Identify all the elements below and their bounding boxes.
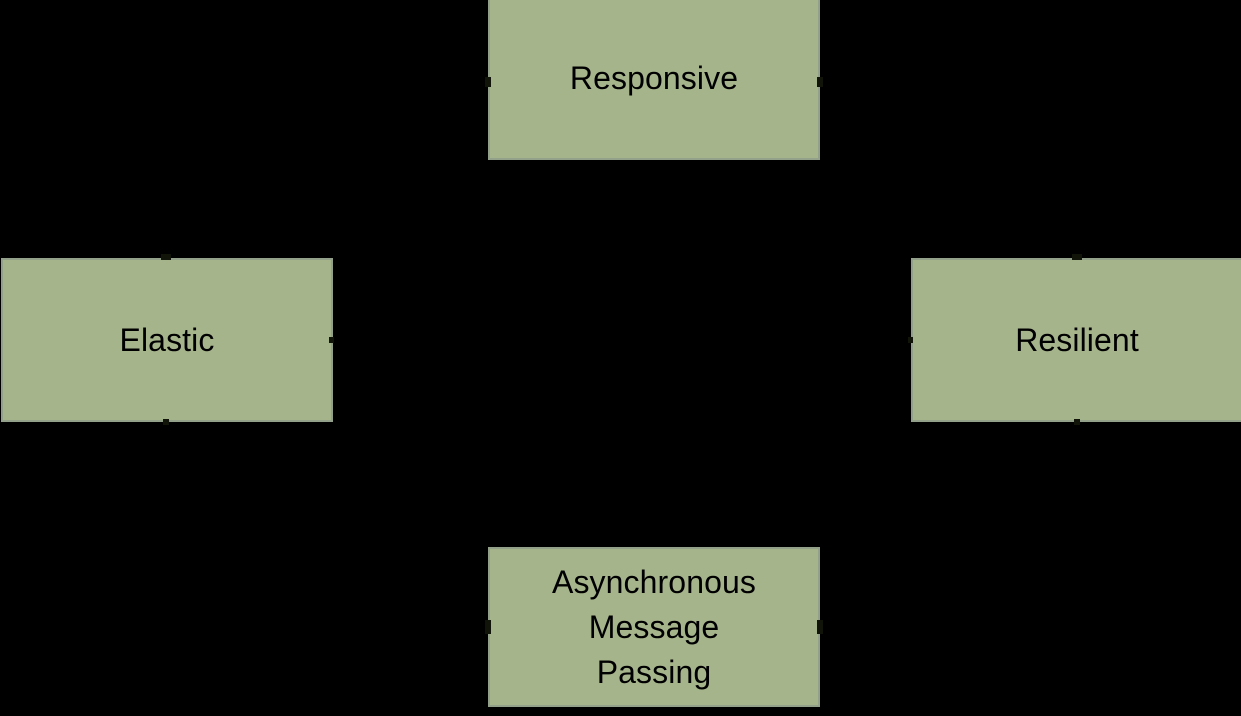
connector-notch-elastic-bottom	[163, 419, 169, 425]
connector-notch-resilient-top	[1072, 254, 1082, 260]
node-resilient[interactable]: Resilient	[911, 258, 1241, 422]
connector-elastic-to-responsive	[165, 75, 488, 258]
node-resilient-label: Resilient	[1015, 321, 1139, 358]
connector-notch-async-right	[817, 620, 823, 634]
connector-notch-elastic-right	[329, 337, 334, 343]
connector-notch-resilient-bottom	[1074, 419, 1080, 425]
connector-notch-responsive-right	[817, 77, 823, 87]
node-elastic-label: Elastic	[119, 321, 215, 358]
connector-async-to-elastic	[159, 422, 488, 628]
node-responsive-label: Responsive	[569, 59, 739, 96]
node-responsive[interactable]: Responsive	[488, 0, 820, 160]
connector-notch-responsive-left	[485, 77, 491, 87]
connector-notch-resilient-left	[908, 337, 913, 343]
connector-resilient-to-responsive	[820, 75, 1078, 258]
connector-async-to-resilient	[820, 422, 1084, 628]
connector-notch-elastic-top	[161, 254, 171, 260]
node-async-message-passing-label: Asynchronous Message Passing	[552, 563, 756, 690]
node-async-message-passing[interactable]: Asynchronous Message Passing	[488, 547, 820, 707]
connector-notch-async-left	[485, 620, 491, 634]
node-elastic[interactable]: Elastic	[1, 258, 333, 422]
